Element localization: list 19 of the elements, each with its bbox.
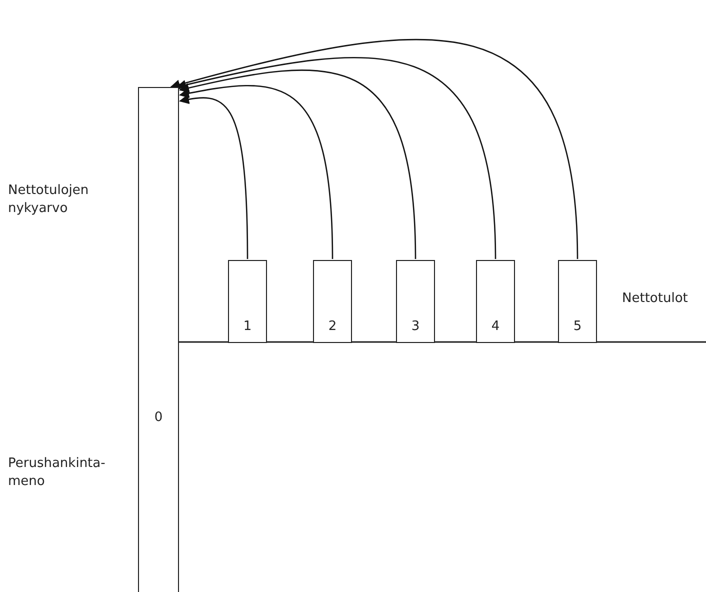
curved-arrow (179, 84, 334, 260)
axis-caption: Nettotulot (622, 290, 689, 308)
period-number: 5 (572, 319, 583, 334)
curved-arrow (179, 94, 248, 259)
cash-flow-bar (138, 87, 179, 592)
axis-caption: Perushankinta-meno (8, 455, 106, 491)
cash-flow-bar (313, 260, 352, 343)
cash-flow-bar (558, 260, 597, 343)
cash-flow-bar (228, 260, 267, 343)
curved-arrow (179, 70, 416, 260)
period-number: 2 (327, 319, 338, 334)
period-number: 1 (242, 319, 253, 334)
axis-caption: Nettotulojen nykyarvo (8, 182, 90, 218)
period-number: 3 (410, 319, 421, 334)
period-number: 4 (490, 319, 501, 334)
cash-flow-bar (476, 260, 515, 343)
cash-flow-bar (396, 260, 435, 343)
curved-arrow (170, 40, 578, 260)
period-number: 0 (153, 410, 164, 425)
